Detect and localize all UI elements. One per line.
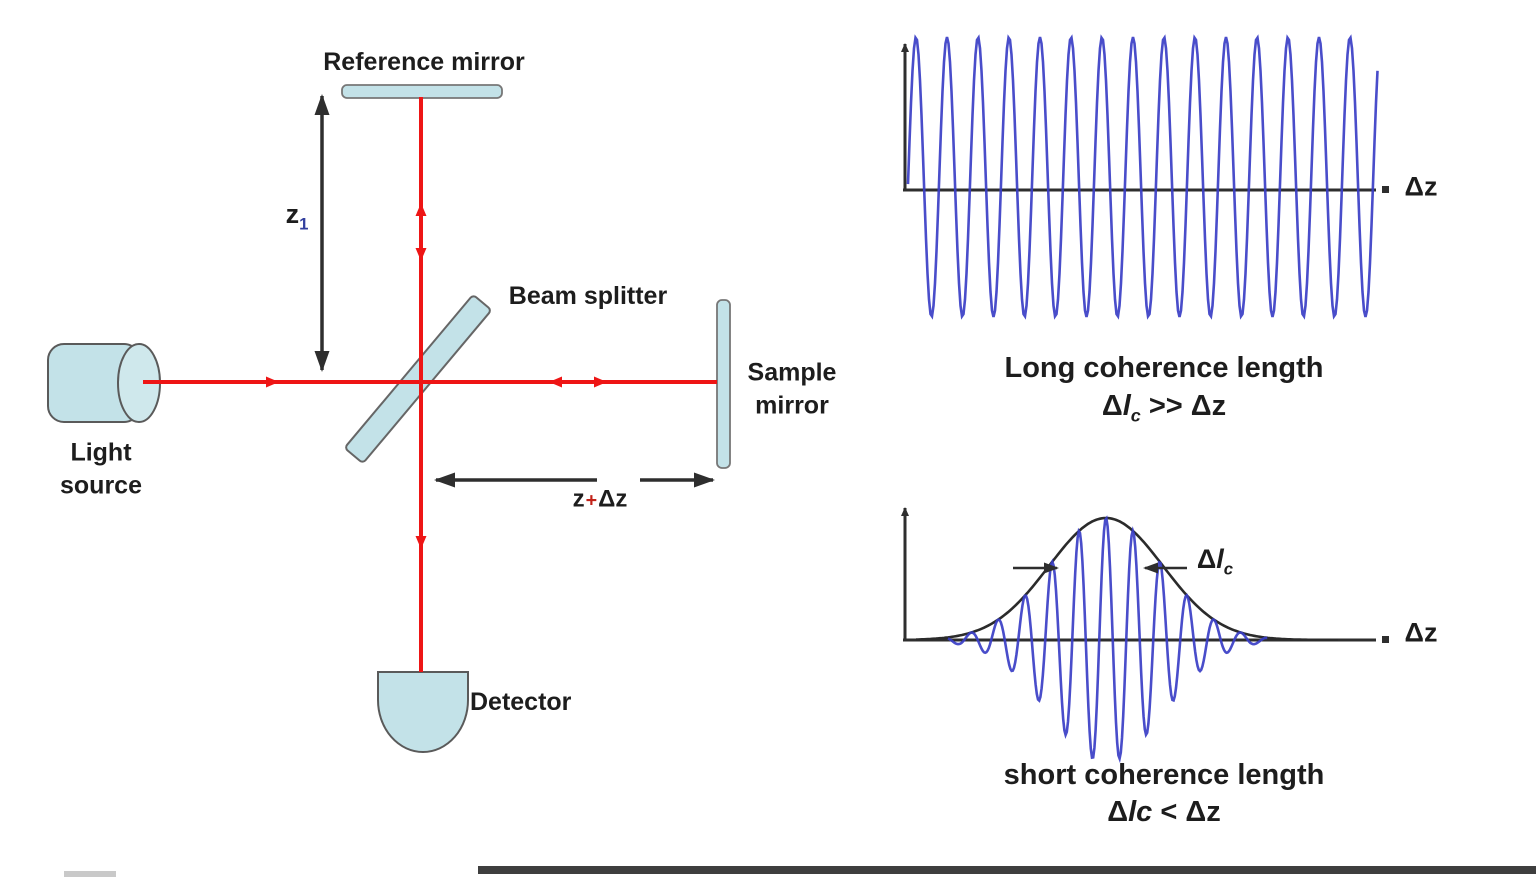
z1-base: z xyxy=(285,198,300,229)
laser-beams xyxy=(143,97,717,672)
light-source-label-line2: source xyxy=(60,471,142,499)
short-plot-axis-dot xyxy=(1382,636,1389,643)
beam-splitter-label: Beam splitter xyxy=(508,281,668,310)
formula-delta: Δ xyxy=(1101,389,1123,422)
z-part: z xyxy=(572,485,585,513)
width-subscript: c xyxy=(1223,559,1234,579)
bottom-edge-tick xyxy=(64,871,116,877)
plus-part: + xyxy=(585,489,598,512)
short-coherence-wave xyxy=(947,515,1268,764)
sample-mirror-label-line2: mirror xyxy=(755,391,829,419)
short-plot-formula: Δlc < Δz xyxy=(1107,794,1220,832)
formula-subscript: c xyxy=(1130,405,1141,426)
light-source-label-line1: Light xyxy=(70,438,132,467)
reference-mirror xyxy=(341,84,503,99)
long-plot-formula: Δlc >> Δz xyxy=(1102,388,1226,428)
detector-label: Detector xyxy=(470,687,572,716)
width-delta: Δ xyxy=(1196,543,1217,574)
sample-mirror-label: Sample mirror xyxy=(748,357,837,422)
detector xyxy=(377,671,469,753)
sample-mirror-label-line1: Sample xyxy=(747,358,837,387)
bottom-edge-bar xyxy=(478,866,1536,874)
dz-part: Δz xyxy=(598,485,628,513)
z1-subscript: 1 xyxy=(299,214,309,234)
formula-rhs: Δz xyxy=(1190,389,1227,422)
formula2-var: lc xyxy=(1128,796,1153,829)
coherence-width-label: Δlc xyxy=(1197,542,1233,580)
beam-splitter xyxy=(345,295,491,463)
long-plot-title: Long coherence length xyxy=(1004,352,1324,385)
z1-label: z1 xyxy=(286,197,309,235)
width-var: l xyxy=(1216,543,1224,574)
formula2-operator: < xyxy=(1160,796,1178,829)
long-coherence-wave xyxy=(906,34,1379,320)
long-plot-axis-dot xyxy=(1382,186,1389,193)
short-plot-x-axis-label: Δz xyxy=(1404,617,1438,648)
long-plot-x-axis-label: Δz xyxy=(1404,171,1438,202)
light-source-label: Light source xyxy=(60,437,142,502)
reference-mirror-label: Reference mirror xyxy=(323,47,525,76)
formula-operator: >> xyxy=(1148,389,1183,422)
sample-mirror xyxy=(716,299,731,469)
coherence-envelope-curve xyxy=(916,516,1338,642)
z-plus-dz-label: z+Δz xyxy=(573,483,628,514)
formula2-rhs: Δz xyxy=(1185,796,1221,829)
formula2-delta: Δ xyxy=(1107,796,1129,829)
short-plot-title: short coherence length xyxy=(1003,759,1325,792)
formula-var: l xyxy=(1122,389,1131,422)
